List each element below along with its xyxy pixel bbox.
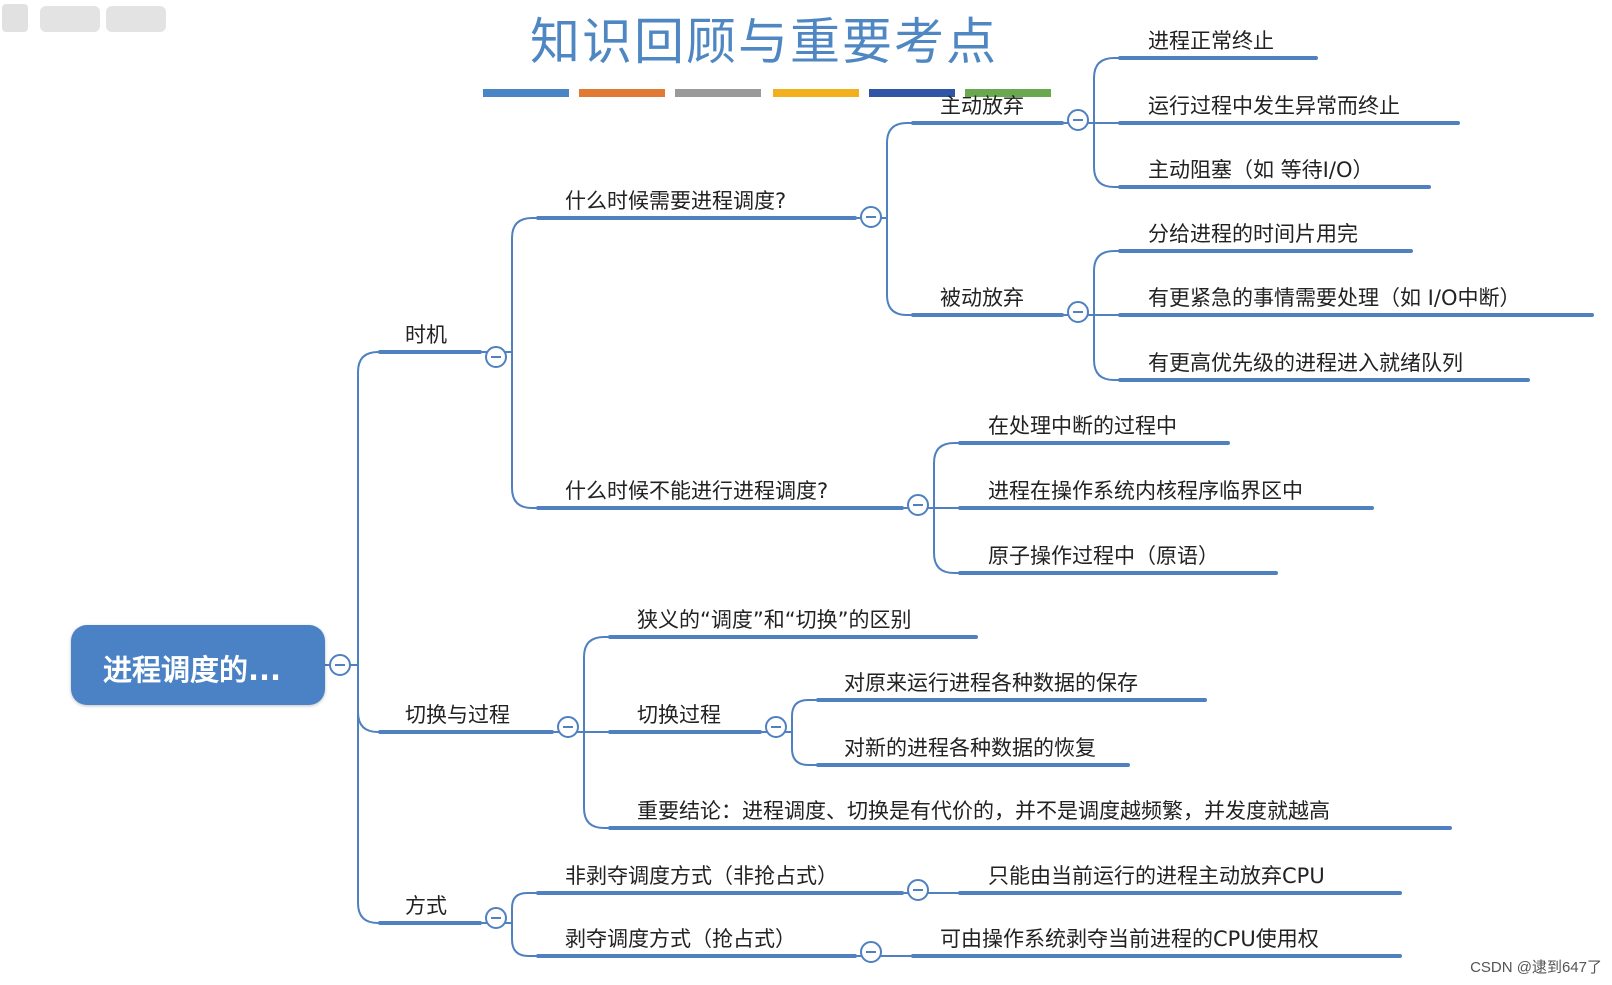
node-restore-data[interactable]: 对新的进程各种数据的恢复 xyxy=(844,736,1096,760)
collapse-toggle-timing[interactable] xyxy=(485,346,507,368)
node-narrow-diff[interactable]: 狭义的“调度”和“切换”的区别 xyxy=(637,608,912,632)
collapse-toggle-active-giveup[interactable] xyxy=(1067,109,1089,131)
node-preemptive[interactable]: 剥夺调度方式（抢占式） xyxy=(565,927,796,951)
connector xyxy=(1093,57,1120,123)
collapse-toggle-switch-proc[interactable] xyxy=(765,716,787,738)
node-preemptive-desc[interactable]: 可由操作系统剥夺当前进程的CPU使用权 xyxy=(940,927,1319,951)
node-conclusion[interactable]: 重要结论：进程调度、切换是有代价的，并不是调度越频繁，并发度就越高 xyxy=(637,799,1330,823)
node-higher-priority[interactable]: 有更高优先级的进程进入就绪队列 xyxy=(1148,351,1463,375)
connector xyxy=(1093,315,1120,381)
node-switch-proc[interactable]: 切换过程 xyxy=(637,703,721,727)
node-active-block[interactable]: 主动阻塞（如 等待I/O） xyxy=(1148,158,1374,182)
connector xyxy=(511,217,538,352)
collapse-toggle-when-need[interactable] xyxy=(860,206,882,228)
connector xyxy=(933,442,960,508)
node-active-giveup[interactable]: 主动放弃 xyxy=(940,94,1024,118)
csdn-watermark: CSDN @逮到647了 xyxy=(1470,959,1602,976)
collapse-toggle-mode[interactable] xyxy=(485,907,507,929)
node-when-need[interactable]: 什么时候需要进程调度? xyxy=(565,189,787,213)
connector xyxy=(791,699,818,732)
page-title: 知识回顾与重要考点 xyxy=(530,13,998,71)
node-time-slice[interactable]: 分给进程的时间片用完 xyxy=(1148,222,1358,246)
connector xyxy=(791,732,818,766)
blurred-watermark-logo xyxy=(2,4,166,32)
connector xyxy=(511,923,538,957)
connector xyxy=(583,636,610,732)
collapse-toggle-preemptive[interactable] xyxy=(860,941,882,963)
connector xyxy=(357,351,380,665)
node-in-interrupt[interactable]: 在处理中断的过程中 xyxy=(988,414,1177,438)
node-non-preemptive-desc[interactable]: 只能由当前运行的进程主动放弃CPU xyxy=(988,864,1325,888)
color-bar xyxy=(869,89,955,97)
collapse-toggle-switch-process[interactable] xyxy=(557,716,579,738)
node-passive-giveup[interactable]: 被动放弃 xyxy=(940,286,1024,310)
connector xyxy=(357,665,380,924)
connector xyxy=(886,122,913,218)
collapse-toggle-non-preemptive[interactable] xyxy=(907,879,929,901)
node-non-preemptive[interactable]: 非剥夺调度方式（非抢占式） xyxy=(565,864,838,888)
connector xyxy=(1093,250,1120,315)
color-bar xyxy=(579,89,665,97)
root-node-label: 进程调度的... xyxy=(103,653,282,687)
color-bar xyxy=(483,89,569,97)
connector xyxy=(511,892,538,923)
collapse-toggle-when-cannot[interactable] xyxy=(907,494,929,516)
root-node[interactable]: 进程调度的... xyxy=(71,625,325,705)
node-save-data[interactable]: 对原来运行进程各种数据的保存 xyxy=(844,671,1138,695)
color-bar xyxy=(773,89,859,97)
connector xyxy=(933,508,960,574)
node-mode[interactable]: 方式 xyxy=(405,894,447,918)
node-when-cannot[interactable]: 什么时候不能进行进程调度? xyxy=(565,479,829,503)
collapse-toggle-root[interactable] xyxy=(329,654,351,676)
color-bar xyxy=(965,89,1051,97)
connector xyxy=(511,352,538,509)
node-normal-exit[interactable]: 进程正常终止 xyxy=(1148,29,1274,53)
connector xyxy=(1093,123,1120,188)
node-critical-section[interactable]: 进程在操作系统内核程序临界区中 xyxy=(988,479,1303,503)
connector xyxy=(357,665,380,733)
node-urgent[interactable]: 有更紧急的事情需要处理（如 I/O中断） xyxy=(1148,286,1521,310)
node-exception-exit[interactable]: 运行过程中发生异常而终止 xyxy=(1148,94,1400,118)
node-switch-process[interactable]: 切换与过程 xyxy=(405,703,510,727)
color-bar xyxy=(675,89,761,97)
connector xyxy=(886,218,913,316)
node-timing[interactable]: 时机 xyxy=(405,323,447,347)
connector xyxy=(583,732,610,829)
collapse-toggle-passive-giveup[interactable] xyxy=(1067,301,1089,323)
node-atomic[interactable]: 原子操作过程中（原语） xyxy=(988,544,1219,568)
